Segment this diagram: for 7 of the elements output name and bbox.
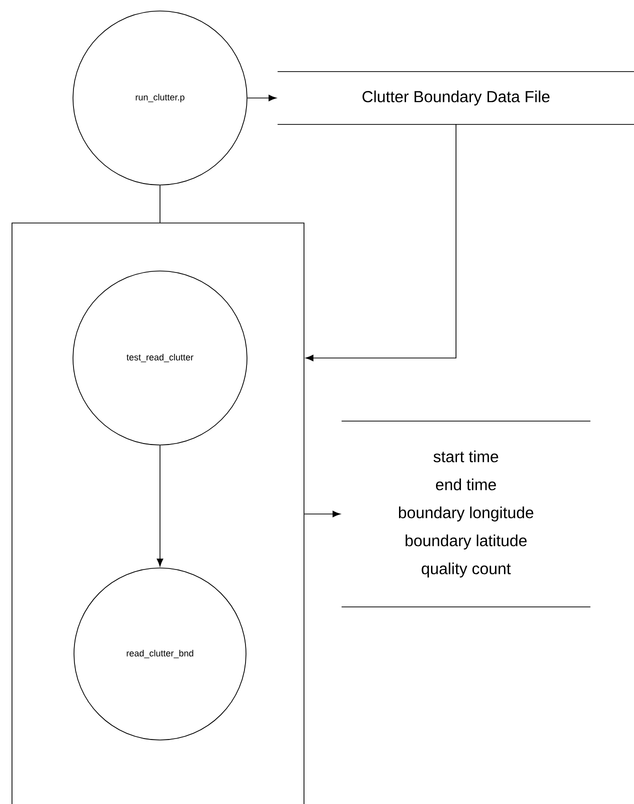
arrow [306, 124, 456, 362]
data-store: start time end time boundary longitude boundary latitude quality count [341, 420, 591, 608]
arrow [156, 445, 164, 566]
data-store: Clutter Boundary Data File [277, 71, 634, 125]
arrow [304, 510, 340, 518]
module-box [12, 222, 304, 804]
arrow [247, 94, 276, 102]
